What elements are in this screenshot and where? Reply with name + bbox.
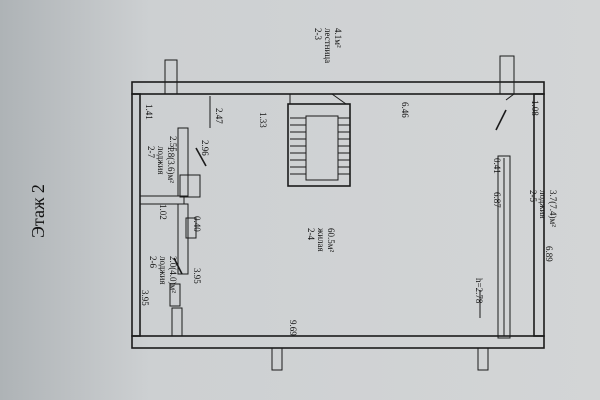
dim-1-02: 1.02 [158, 204, 168, 220]
room-2-5-name: лоджия [538, 190, 548, 219]
room-2-7: 2-7 лоджия 1.8(3.6)м² [146, 146, 176, 183]
dim-2-96: 2.96 [200, 140, 210, 156]
dim-2-55: 2.55 [168, 136, 178, 152]
outer-walls [131, 55, 545, 371]
room-2-6-id: 2-6 [148, 256, 158, 268]
room-2-6: 2-6 лоджия 2.0(4.0)м² [148, 256, 178, 293]
door-swing-3 [495, 109, 507, 131]
door-swing-1 [195, 147, 207, 167]
top-left-pier [164, 59, 178, 95]
dim-1-33: 1.33 [258, 112, 268, 128]
room-2-4-id: 2-4 [306, 228, 316, 240]
partition-4 [179, 174, 201, 198]
window-frame [497, 155, 511, 339]
door-swing-2 [173, 257, 183, 275]
room-2-7-id: 2-7 [146, 146, 156, 158]
dim-3-95-outer: 3.95 [140, 290, 150, 306]
room-2-3-id: 2-3 [313, 28, 323, 40]
room-2-5-area: 3.7(7.4)м² [548, 190, 558, 227]
room-2-4-name: жилая [316, 227, 326, 252]
stair-frame [287, 103, 351, 187]
loggia-partitions [139, 93, 515, 307]
floor-label: Этаж 2 [28, 184, 48, 238]
room-2-3-area: 4.1м² [333, 28, 343, 48]
room-2-5: 2-5 лоджия 3.7(7.4)м² [528, 190, 558, 227]
room-2-6-name: лоджия [158, 256, 168, 285]
room-2-3-name: лестница [323, 28, 333, 63]
bottom-left-pier [171, 307, 183, 337]
dim-1-08: 1.08 [530, 100, 540, 116]
top-right-pier [499, 55, 515, 95]
dim-6-87: 6.87 [492, 192, 502, 208]
dim-0-40: 0.40 [192, 216, 202, 232]
room-2-6-area: 2.0(4.0)м² [168, 256, 178, 293]
right-loggia-window [497, 155, 511, 339]
room-2-7-area: 1.8(3.6)м² [166, 146, 176, 183]
dim-9-69: 9.69 [288, 320, 298, 336]
partition-2 [177, 127, 189, 197]
staircase [287, 93, 351, 187]
bottom-pier-1 [271, 347, 283, 371]
dim-2-47: 2.47 [214, 108, 224, 124]
room-2-7-name: лоджия [156, 146, 166, 175]
room-2-5-id: 2-5 [528, 190, 538, 202]
room-2-4: 2-4 жилая 60.5м² [306, 227, 336, 252]
bottom-pier-2 [477, 347, 489, 371]
left-wall [131, 93, 141, 337]
door-jamb [505, 93, 515, 101]
dim-3-95-inner: 3.95 [192, 268, 202, 284]
partition-5 [169, 283, 181, 307]
stair-well [305, 115, 339, 181]
partition-3 [177, 203, 189, 275]
dim-1-41: 1.41 [144, 104, 154, 120]
stair-steps [290, 117, 350, 175]
dim-0-41: 0.41 [492, 158, 502, 174]
bottom-wall [131, 335, 545, 349]
top-wall [131, 81, 545, 95]
right-wall [533, 93, 545, 337]
room-2-3: 2-3 лестница 4.1м² [313, 28, 343, 63]
dim-h-2-78: h=2.78 [474, 278, 484, 304]
stair-rail-2 [331, 93, 347, 105]
dim-6-46: 6.46 [400, 102, 410, 118]
room-2-4-area: 60.5м² [326, 228, 336, 252]
dim-6-89: 6.89 [544, 246, 554, 262]
window-small [185, 217, 197, 239]
partition-1 [139, 195, 185, 205]
